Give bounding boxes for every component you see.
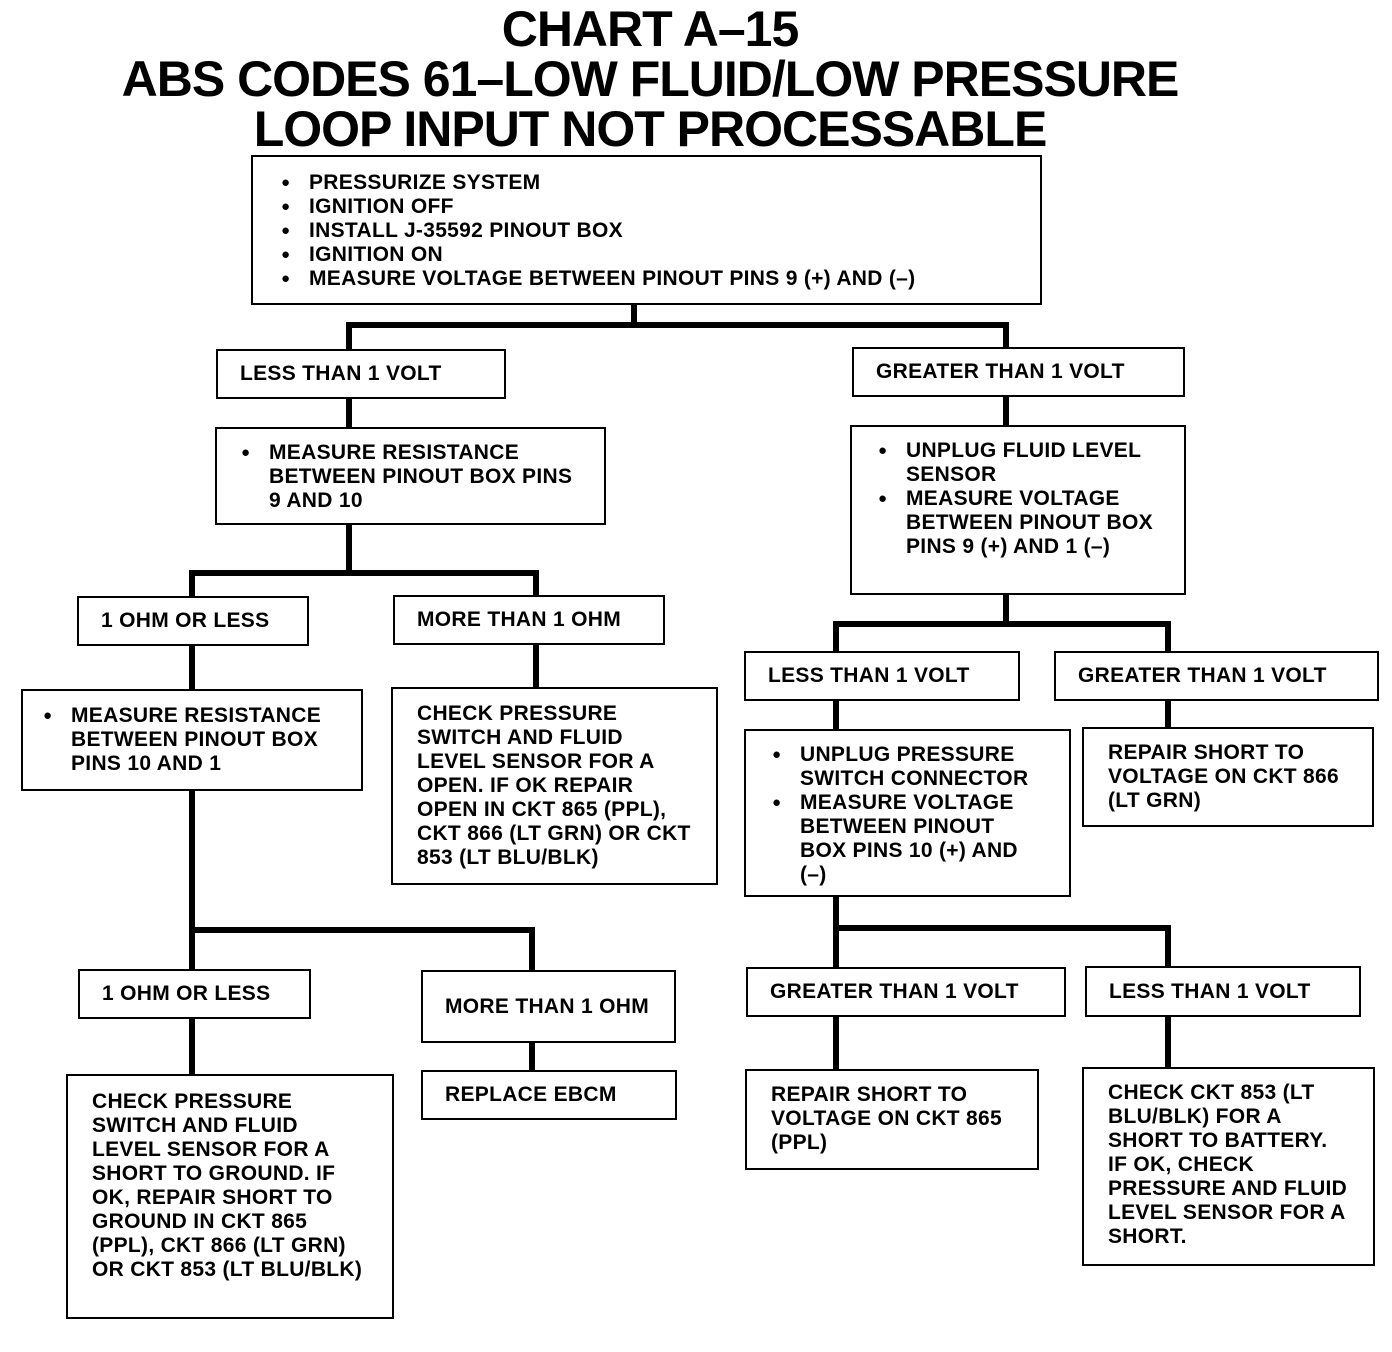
result-box-repair-short-865: REPAIR SHORT TO VOLTAGE ON CKT 865 (PPL) bbox=[745, 1069, 1039, 1170]
result-box-check-short-to-ground: CHECK PRESSURE SWITCH AND FLUID LEVEL SE… bbox=[66, 1074, 394, 1319]
step-box-measure-resistance-9-10: MEASURE RESISTANCE BETWEEN PINOUT BOX PI… bbox=[215, 427, 606, 525]
condition-box-1-ohm-or-less: 1 OHM OR LESS bbox=[78, 969, 311, 1019]
start-step: IGNITION OFF bbox=[279, 195, 1018, 219]
result-text: CHECK PRESSURE SWITCH AND FLUID LEVEL SE… bbox=[417, 702, 691, 869]
result-text: CHECK CKT 853 (LT BLU/BLK) FOR A SHORT T… bbox=[1108, 1081, 1348, 1248]
condition-label: MORE THAN 1 OHM bbox=[445, 994, 649, 1018]
condition-box-less-than-1-volt: LESS THAN 1 VOLT bbox=[744, 651, 1020, 701]
condition-label: LESS THAN 1 VOLT bbox=[240, 362, 442, 385]
condition-box-greater-than-1-volt: GREATER THAN 1 VOLT bbox=[746, 967, 1066, 1017]
condition-label: MORE THAN 1 OHM bbox=[417, 608, 621, 631]
condition-box-more-than-1-ohm: MORE THAN 1 OHM bbox=[393, 595, 665, 645]
condition-label: LESS THAN 1 VOLT bbox=[768, 664, 970, 687]
step-text: MEASURE RESISTANCE BETWEEN PINOUT BOX PI… bbox=[239, 441, 582, 513]
step-text: MEASURE VOLTAGE BETWEEN PINOUT BOX PINS … bbox=[876, 487, 1160, 559]
result-box-check-ckt-853: CHECK CKT 853 (LT BLU/BLK) FOR A SHORT T… bbox=[1082, 1067, 1375, 1266]
chart-title-line-3: LOOP INPUT NOT PROCESSABLE bbox=[253, 101, 1048, 157]
start-step: IGNITION ON bbox=[279, 243, 1018, 267]
step-text: UNPLUG PRESSURE SWITCH CONNECTOR bbox=[770, 743, 1045, 791]
chart-title-line-1: CHART A–15 bbox=[501, 1, 800, 57]
result-box-replace-ebcm: REPLACE EBCM bbox=[421, 1070, 677, 1120]
start-step: PRESSURIZE SYSTEM bbox=[279, 171, 1018, 195]
result-box-check-open: CHECK PRESSURE SWITCH AND FLUID LEVEL SE… bbox=[391, 687, 718, 885]
result-text: REPAIR SHORT TO VOLTAGE ON CKT 866 (LT G… bbox=[1108, 741, 1339, 812]
result-box-repair-short-866: REPAIR SHORT TO VOLTAGE ON CKT 866 (LT G… bbox=[1082, 727, 1374, 827]
condition-label: GREATER THAN 1 VOLT bbox=[876, 360, 1125, 383]
chart-title-line-2: ABS CODES 61–LOW FLUID/LOW PRESSURE bbox=[121, 51, 1180, 107]
step-box-measure-resistance-10-1: MEASURE RESISTANCE BETWEEN PINOUT BOX PI… bbox=[21, 689, 363, 791]
step-text: MEASURE RESISTANCE BETWEEN PINOUT BOX PI… bbox=[41, 704, 343, 776]
condition-box-greater-than-1-volt: GREATER THAN 1 VOLT bbox=[1054, 651, 1379, 701]
start-steps-box: PRESSURIZE SYSTEM IGNITION OFF INSTALL J… bbox=[251, 155, 1042, 305]
step-box-unplug-fluid-level-sensor: UNPLUG FLUID LEVEL SENSOR MEASURE VOLTAG… bbox=[850, 425, 1186, 595]
condition-label: 1 OHM OR LESS bbox=[101, 609, 270, 632]
result-text: REPLACE EBCM bbox=[445, 1083, 617, 1106]
result-text: CHECK PRESSURE SWITCH AND FLUID LEVEL SE… bbox=[92, 1090, 363, 1281]
start-step: MEASURE VOLTAGE BETWEEN PINOUT PINS 9 (+… bbox=[279, 267, 1018, 291]
condition-label: LESS THAN 1 VOLT bbox=[1109, 979, 1311, 1003]
condition-label: 1 OHM OR LESS bbox=[102, 982, 271, 1005]
step-box-unplug-pressure-switch: UNPLUG PRESSURE SWITCH CONNECTOR MEASURE… bbox=[744, 729, 1071, 897]
condition-box-1-ohm-or-less: 1 OHM OR LESS bbox=[77, 596, 309, 646]
condition-box-less-than-1-volt: LESS THAN 1 VOLT bbox=[1085, 966, 1361, 1017]
result-text: REPAIR SHORT TO VOLTAGE ON CKT 865 (PPL) bbox=[771, 1083, 1002, 1154]
condition-box-less-than-1-volt: LESS THAN 1 VOLT bbox=[216, 349, 506, 399]
condition-label: GREATER THAN 1 VOLT bbox=[1078, 664, 1327, 687]
condition-box-greater-than-1-volt: GREATER THAN 1 VOLT bbox=[852, 347, 1185, 397]
condition-label: GREATER THAN 1 VOLT bbox=[770, 980, 1019, 1003]
start-step: INSTALL J-35592 PINOUT BOX bbox=[279, 219, 1018, 243]
condition-box-more-than-1-ohm: MORE THAN 1 OHM bbox=[421, 970, 676, 1043]
step-text: UNPLUG FLUID LEVEL SENSOR bbox=[876, 439, 1160, 487]
step-text: MEASURE VOLTAGE BETWEEN PINOUT BOX PINS … bbox=[770, 791, 1045, 887]
